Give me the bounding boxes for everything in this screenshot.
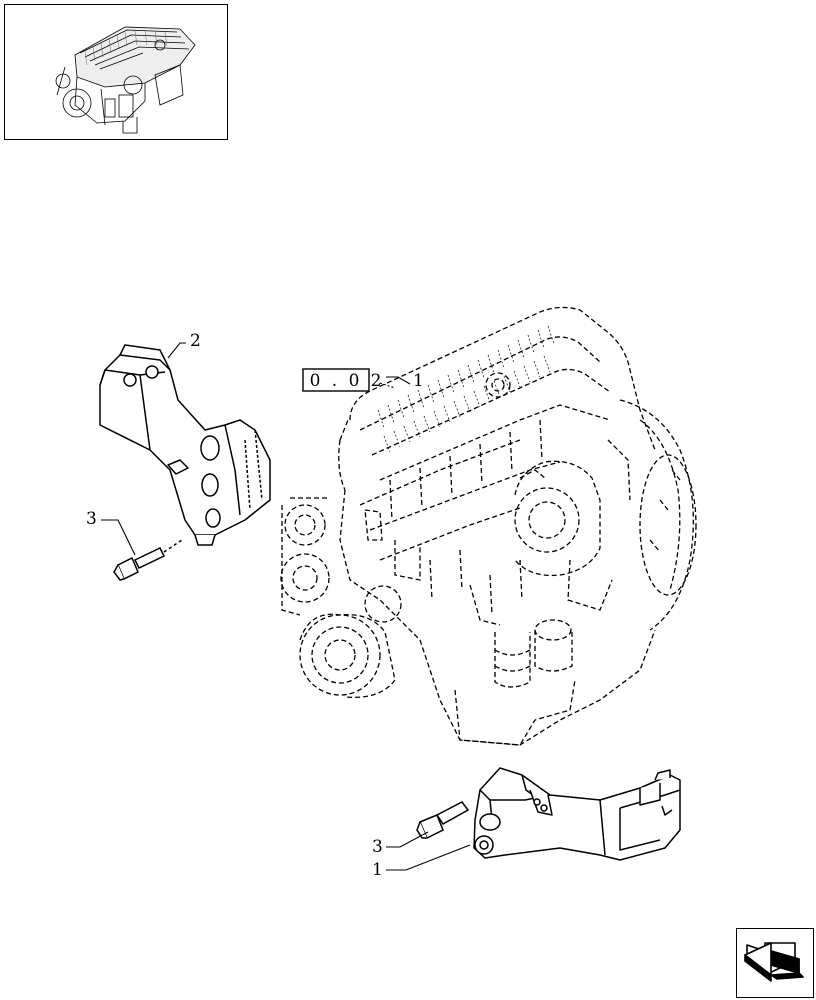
next-page-arrow-icon bbox=[744, 942, 804, 982]
next-page-button[interactable] bbox=[736, 928, 814, 998]
callout-rear-bracket: 1 bbox=[372, 860, 383, 880]
callout-engine: 1 bbox=[413, 371, 424, 391]
leader-lines bbox=[101, 342, 471, 871]
bolt-lower[interactable] bbox=[416, 801, 470, 840]
callout-bolt-lower: 3 bbox=[372, 837, 383, 857]
bolt-upper[interactable] bbox=[113, 539, 183, 581]
front-bracket[interactable] bbox=[99, 344, 271, 546]
engine-assembly bbox=[280, 306, 697, 746]
callout-front-bracket: 2 bbox=[190, 331, 201, 351]
rear-bracket[interactable] bbox=[473, 767, 681, 861]
callout-numbers: 1 2 3 3 1 bbox=[86, 331, 424, 880]
reference-box-label: 0 . 0 bbox=[310, 371, 363, 391]
callout-bolt-upper: 3 bbox=[86, 509, 97, 529]
reference-box[interactable]: 0 . 0 2 bbox=[302, 368, 382, 392]
engine-thumbnail-icon bbox=[55, 26, 196, 134]
valve-cover-ribs bbox=[377, 325, 555, 453]
reference-box-suffix: 2 bbox=[371, 371, 382, 391]
engine-thumbnail[interactable] bbox=[4, 4, 228, 140]
